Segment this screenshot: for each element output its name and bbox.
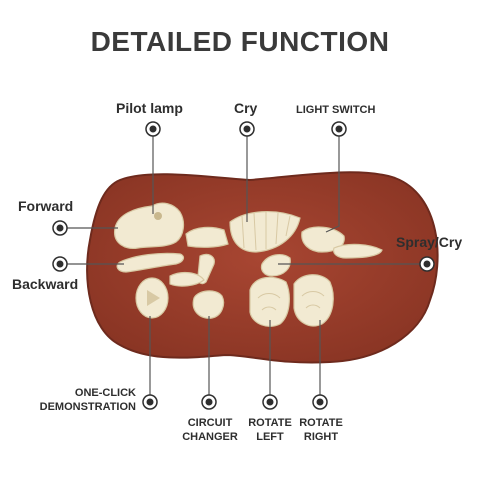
arm-bone bbox=[260, 254, 291, 277]
target-icon bbox=[52, 256, 68, 272]
target-icon bbox=[142, 394, 158, 410]
marker-group bbox=[52, 121, 435, 410]
play-icon bbox=[147, 290, 160, 306]
neck-bone bbox=[185, 226, 229, 248]
target-icon bbox=[312, 394, 328, 410]
label-circuit-line2: CHANGER bbox=[182, 431, 238, 443]
label-rotate-right-line2: RIGHT bbox=[303, 431, 339, 443]
target-icon bbox=[239, 121, 255, 137]
label-rotate-right-line1: ROTATE bbox=[299, 417, 343, 429]
target-icon bbox=[419, 256, 435, 272]
leader-light-switch bbox=[325, 136, 340, 233]
skull-eye-icon bbox=[154, 212, 162, 220]
label-forward: Forward bbox=[18, 198, 74, 214]
label-light-switch: LIGHT SWITCH bbox=[296, 104, 376, 116]
label-circuit-line1: CIRCUIT bbox=[187, 417, 233, 429]
target-icon bbox=[331, 121, 347, 137]
tail-bone bbox=[333, 243, 383, 259]
label-circuit-changer: CIRCUIT CHANGER bbox=[172, 416, 248, 444]
label-one-click-line1: ONE-CLICK bbox=[74, 387, 136, 399]
label-one-click-line2: DEMONSTRATION bbox=[39, 401, 136, 413]
label-rotate-right: ROTATE RIGHT bbox=[294, 416, 348, 444]
jaw-bone bbox=[116, 252, 185, 273]
page-title: DETAILED FUNCTION bbox=[90, 26, 390, 57]
rotate-right-footprint[interactable] bbox=[293, 274, 334, 327]
label-backward: Backward bbox=[12, 276, 79, 292]
label-spray-cry: Spray/Cry bbox=[396, 234, 463, 250]
skull-bone bbox=[114, 202, 185, 249]
label-pilot-lamp: Pilot lamp bbox=[116, 100, 183, 116]
label-rotate-left-line1: ROTATE bbox=[248, 417, 292, 429]
target-icon bbox=[201, 394, 217, 410]
label-rotate-left-line2: LEFT bbox=[256, 431, 284, 443]
target-icon bbox=[145, 121, 161, 137]
claw-bone bbox=[169, 271, 205, 287]
circuit-bone[interactable] bbox=[192, 290, 225, 319]
target-icon bbox=[262, 394, 278, 410]
label-one-click: ONE-CLICK DEMONSTRATION bbox=[14, 386, 136, 414]
label-cry: Cry bbox=[234, 100, 258, 116]
label-rotate-left: ROTATE LEFT bbox=[244, 416, 296, 444]
rotate-left-footprint[interactable] bbox=[249, 276, 290, 327]
target-icon bbox=[52, 220, 68, 236]
